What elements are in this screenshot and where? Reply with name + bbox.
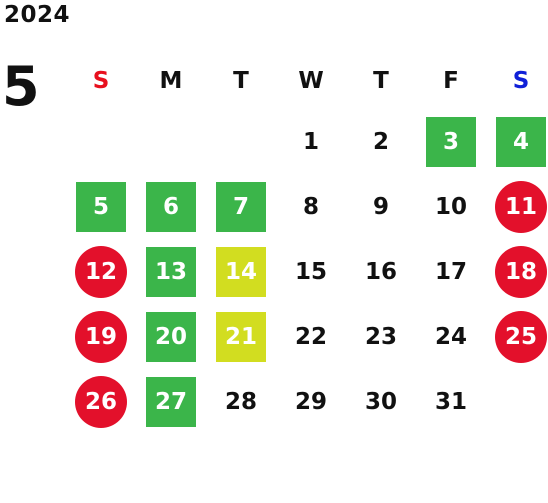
day-cell: 24 — [416, 304, 486, 369]
week-row: 19 20 21 22 23 24 25 — [66, 304, 548, 369]
date-plain-day[interactable]: 28 — [224, 388, 257, 415]
day-cell: 14 — [206, 239, 276, 304]
weekday-cell: S — [486, 52, 548, 109]
weekday-cell: W — [276, 52, 346, 109]
weekday-sunday: S — [92, 67, 110, 94]
weekday-cell: T — [346, 52, 416, 109]
day-cell — [486, 369, 548, 434]
date-green-day[interactable]: 7 — [216, 181, 266, 232]
date-plain-day[interactable]: 16 — [364, 258, 397, 285]
day-cell: 3 — [416, 109, 486, 174]
date-plain-day[interactable]: 10 — [434, 193, 467, 220]
weekday-cell: S — [66, 52, 136, 109]
day-cell: 18 — [486, 239, 548, 304]
date-red-day[interactable]: 12 — [75, 245, 127, 298]
day-cell: 13 — [136, 239, 206, 304]
day-cell: 27 — [136, 369, 206, 434]
date-plain-day[interactable]: 24 — [434, 323, 467, 350]
weekday-cell: F — [416, 52, 486, 109]
day-cell: 30 — [346, 369, 416, 434]
day-cell: 21 — [206, 304, 276, 369]
day-cell: 20 — [136, 304, 206, 369]
day-cell: 28 — [206, 369, 276, 434]
week-row: 26 27 28 29 30 31 — [66, 369, 548, 434]
day-cell: 5 — [66, 174, 136, 239]
day-cell: 1 — [276, 109, 346, 174]
date-yellow-day[interactable]: 14 — [216, 246, 266, 297]
day-cell — [136, 109, 206, 174]
date-plain-day[interactable]: 29 — [294, 388, 327, 415]
day-cell: 2 — [346, 109, 416, 174]
day-cell: 12 — [66, 239, 136, 304]
day-cell: 22 — [276, 304, 346, 369]
date-red-day[interactable]: 11 — [495, 180, 547, 233]
day-cell: 9 — [346, 174, 416, 239]
date-plain-day[interactable]: 22 — [294, 323, 327, 350]
day-cell: 10 — [416, 174, 486, 239]
date-plain-day[interactable]: 30 — [364, 388, 397, 415]
date-plain-day[interactable]: 15 — [294, 258, 327, 285]
month-label: 5 — [2, 55, 40, 118]
day-cell — [66, 109, 136, 174]
day-cell: 16 — [346, 239, 416, 304]
day-cell: 26 — [66, 369, 136, 434]
date-green-day[interactable]: 4 — [496, 116, 546, 167]
date-plain-day[interactable]: 8 — [302, 193, 319, 220]
weekday-cell: T — [206, 52, 276, 109]
date-plain-day[interactable]: 31 — [434, 388, 467, 415]
date-red-day[interactable]: 18 — [495, 245, 547, 298]
date-plain-day[interactable]: 1 — [302, 128, 319, 155]
date-plain-day[interactable]: 17 — [434, 258, 467, 285]
date-red-day[interactable]: 26 — [75, 375, 127, 428]
date-green-day[interactable]: 20 — [146, 311, 196, 362]
year-label: 2024 — [4, 2, 71, 28]
day-cell: 23 — [346, 304, 416, 369]
day-cell: 6 — [136, 174, 206, 239]
date-plain-day[interactable]: 23 — [364, 323, 397, 350]
day-cell: 11 — [486, 174, 548, 239]
week-row: 12 13 14 15 16 17 18 — [66, 239, 548, 304]
date-red-day[interactable]: 19 — [75, 310, 127, 363]
weekday-friday: F — [443, 67, 459, 94]
day-cell: 4 — [486, 109, 548, 174]
weekday-tuesday: T — [233, 67, 249, 94]
weekday-header-row: S M T W T F S — [66, 52, 548, 109]
weekday-thursday: T — [373, 67, 389, 94]
weekday-wednesday: W — [298, 67, 324, 94]
day-cell: 15 — [276, 239, 346, 304]
day-cell: 29 — [276, 369, 346, 434]
date-green-day[interactable]: 5 — [76, 181, 126, 232]
weekday-monday: M — [159, 67, 183, 94]
date-plain-day[interactable]: 2 — [372, 128, 389, 155]
day-cell: 25 — [486, 304, 548, 369]
date-green-day[interactable]: 27 — [146, 376, 196, 427]
day-cell: 31 — [416, 369, 486, 434]
date-plain-day[interactable]: 9 — [372, 193, 389, 220]
day-cell: 17 — [416, 239, 486, 304]
date-green-day[interactable]: 6 — [146, 181, 196, 232]
date-red-day[interactable]: 25 — [495, 310, 547, 363]
date-green-day[interactable]: 3 — [426, 116, 476, 167]
day-cell: 8 — [276, 174, 346, 239]
day-cell: 7 — [206, 174, 276, 239]
weekday-saturday: S — [512, 67, 530, 94]
day-cell — [206, 109, 276, 174]
date-yellow-day[interactable]: 21 — [216, 311, 266, 362]
weekday-cell: M — [136, 52, 206, 109]
date-green-day[interactable]: 13 — [146, 246, 196, 297]
day-cell: 19 — [66, 304, 136, 369]
